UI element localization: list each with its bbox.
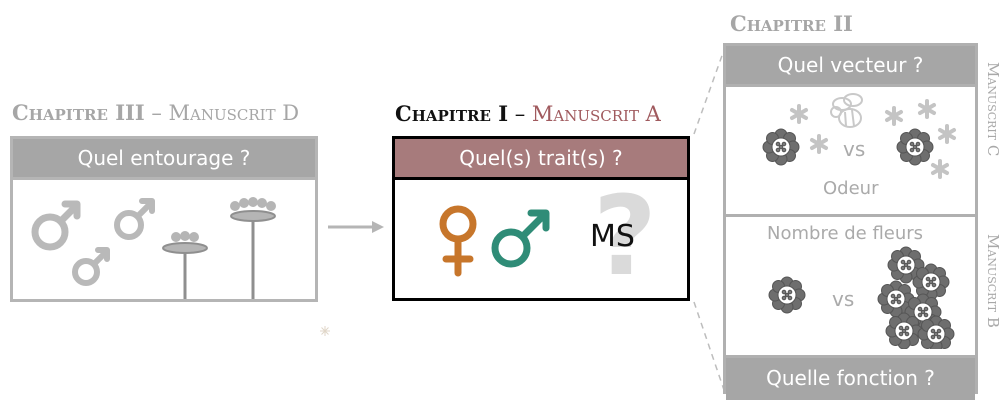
ms-label: MS xyxy=(590,219,635,254)
sparkle-icon xyxy=(320,326,330,336)
manuscript-b-label: Manuscrit B xyxy=(984,234,1002,328)
chapter-2-question-top: Quel vecteur ? xyxy=(777,53,924,77)
female-symbol-icon xyxy=(439,205,477,277)
chapter-3-illustration xyxy=(31,197,276,299)
flower-stalk-tall xyxy=(230,197,276,299)
male-symbol-icon xyxy=(114,198,155,240)
male-symbol-icon xyxy=(72,247,110,286)
chapter-1-illustration xyxy=(439,205,550,277)
flower-icon xyxy=(762,128,800,166)
chapter-1-separator: – xyxy=(508,102,532,126)
chapter-1-question: Quel(s) trait(s) ? xyxy=(459,146,623,170)
vs-label-odour: vs xyxy=(843,137,866,161)
chapter-3-question-bar: Quel entourage ? xyxy=(13,139,315,180)
flower-cluster-icon xyxy=(877,246,955,349)
chapter-3-separator: – xyxy=(144,101,169,125)
chapter-1-title: Chapitre I xyxy=(395,101,509,126)
flower-count-label: Nombre de fleurs xyxy=(767,223,924,244)
bee-icon xyxy=(830,93,863,128)
connector-lines xyxy=(693,49,725,391)
chapter-1-manuscript: Manuscrit A xyxy=(531,102,661,126)
unknown-question-mark-icon: ? xyxy=(593,172,657,300)
male-symbol-icon xyxy=(31,200,81,251)
chapter-1-panel: Quel(s) trait(s) ? ? MS xyxy=(392,136,690,301)
chapter-3-heading: Chapitre III – Manuscrit D xyxy=(12,100,299,125)
chapter-2-question-bottom-bar: Quelle fonction ? xyxy=(726,355,975,400)
chapter-2-question-top-bar: Quel vecteur ? xyxy=(726,46,975,87)
chapter-2-illustration xyxy=(762,93,956,349)
male-symbol-icon xyxy=(491,209,550,268)
chapter-2-title: Chapitre II xyxy=(730,11,853,36)
flower-stalk-short xyxy=(162,231,208,299)
chapter-3-manuscript: Manuscrit D xyxy=(168,101,300,125)
flower-icon xyxy=(896,128,934,166)
chapter-2-divider xyxy=(726,214,975,217)
chapter-3-panel: Quel entourage ? xyxy=(10,136,318,302)
manuscript-c-label: Manuscrit C xyxy=(984,62,1002,157)
chapter-3-title: Chapitre III xyxy=(12,100,145,125)
arrow-right-icon xyxy=(328,221,384,233)
chapter-1-question-bar: Quel(s) trait(s) ? xyxy=(395,139,687,180)
vs-label-count: vs xyxy=(832,287,855,311)
chapter-2-heading: Chapitre II xyxy=(730,11,853,36)
chapter-1-heading: Chapitre I – Manuscrit A xyxy=(395,101,661,126)
chapter-3-question: Quel entourage ? xyxy=(77,146,251,170)
flower-icon xyxy=(768,276,806,314)
chapter-2-panel: Quel vecteur ? Quelle fonction ? xyxy=(723,43,978,400)
chapter-2-question-bottom: Quelle fonction ? xyxy=(766,366,935,390)
odour-label: Odeur xyxy=(823,178,879,199)
